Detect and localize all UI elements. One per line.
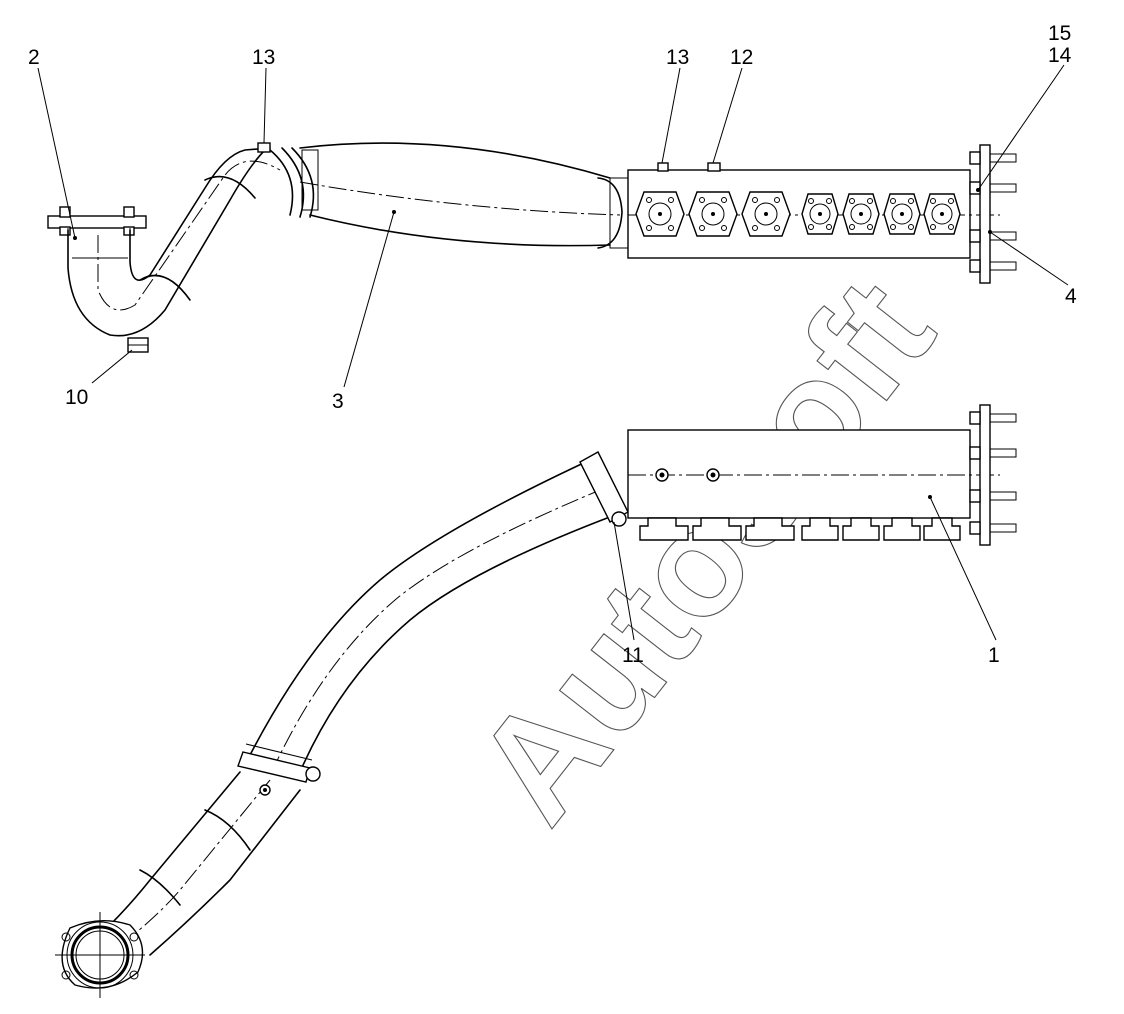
port-flanges-upper	[635, 191, 961, 237]
clamp-upper	[257, 142, 315, 218]
callout-1: 1	[988, 644, 1000, 667]
manifold-side-view	[627, 404, 1017, 546]
bottom-flange	[55, 912, 145, 998]
callout-3: 3	[332, 390, 344, 413]
callout-11: 11	[622, 644, 644, 667]
leader-lines	[37, 64, 1069, 641]
callout-10: 10	[65, 386, 88, 409]
callout-14: 14	[1048, 44, 1072, 67]
end-plate-upper	[969, 144, 1017, 284]
lower-assembly	[55, 404, 1017, 998]
elbow-pipe	[67, 147, 281, 353]
upper-assembly	[47, 142, 1017, 353]
callout-2: 2	[28, 46, 40, 69]
watermark-text: AutoSoft	[442, 249, 964, 851]
watermark: AutoSoft	[442, 249, 965, 852]
callout-labels: 2 13 13 12 15 14 4 10 3 11 1	[28, 22, 1077, 667]
port-stubs	[639, 517, 961, 541]
callout-4: 4	[1065, 285, 1077, 308]
callout-13-right: 13	[666, 46, 689, 69]
curved-downpipe	[249, 451, 629, 773]
manifold-top-view	[627, 144, 1017, 284]
end-plate-lower	[969, 404, 1017, 546]
callout-13-left: 13	[252, 46, 275, 69]
clamp-lower	[237, 743, 321, 783]
long-pipe-part-3	[299, 142, 629, 249]
callout-12: 12	[730, 46, 753, 69]
flange-part-2	[47, 206, 147, 259]
callout-15: 15	[1048, 22, 1071, 45]
